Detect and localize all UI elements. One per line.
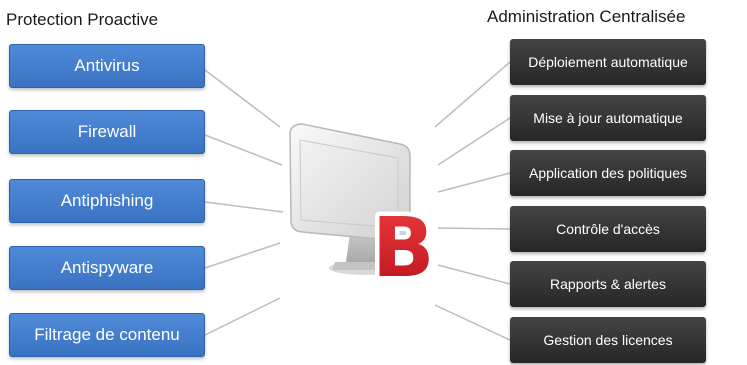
b-logo-icon: B B: [368, 197, 440, 301]
connector-lines: [204, 61, 511, 341]
admin-label: Contrôle d'accès: [556, 221, 660, 237]
svg-text:B: B: [372, 201, 435, 296]
admin-application-politiques: Application des politiques: [510, 150, 706, 196]
feature-label: Filtrage de contenu: [34, 325, 180, 344]
admin-mise-a-jour: Mise à jour automatique: [510, 95, 706, 141]
administration-heading: Administration Centralisée: [487, 7, 686, 26]
admin-deploiement: Déploiement automatique: [510, 39, 706, 85]
connector-antispyware: [204, 242, 281, 269]
monitor-icon: [289, 123, 411, 275]
connector-antivirus: [204, 69, 281, 128]
connector-licences: [434, 304, 511, 341]
feature-label: Firewall: [77, 122, 137, 141]
connector-antiphishing: [204, 201, 284, 213]
admin-gestion-licences: Gestion des licences: [510, 317, 706, 363]
feature-antivirus: Antivirus: [9, 44, 205, 88]
admin-label: Gestion des licences: [543, 332, 673, 348]
admin-label: Déploiement automatique: [528, 54, 688, 70]
feature-antispyware: Antispyware: [9, 246, 205, 290]
feature-antiphishing: Antiphishing: [9, 179, 205, 223]
feature-label: Antivirus: [74, 56, 140, 75]
admin-controle-acces: Contrôle d'accès: [510, 206, 706, 252]
connector-firewall: [204, 134, 283, 166]
admin-rapports-alertes: Rapports & alertes: [510, 261, 706, 307]
connector-controle: [437, 227, 511, 230]
feature-firewall: Firewall: [9, 110, 205, 154]
feature-label: Antispyware: [60, 258, 154, 277]
protection-heading: Protection Proactive: [6, 10, 159, 29]
admin-label: Rapports & alertes: [550, 276, 666, 292]
admin-label: Mise à jour automatique: [533, 110, 683, 126]
connector-rapports: [437, 264, 511, 285]
svg-text:B: B: [372, 201, 435, 296]
admin-label: Application des politiques: [529, 165, 687, 181]
connector-filtrage: [204, 297, 281, 336]
connector-deploiement: [434, 61, 511, 128]
connector-mise-a-jour: [437, 117, 511, 166]
connector-application: [437, 172, 511, 193]
feature-filtrage: Filtrage de contenu: [9, 313, 205, 357]
feature-label: Antiphishing: [60, 191, 154, 210]
